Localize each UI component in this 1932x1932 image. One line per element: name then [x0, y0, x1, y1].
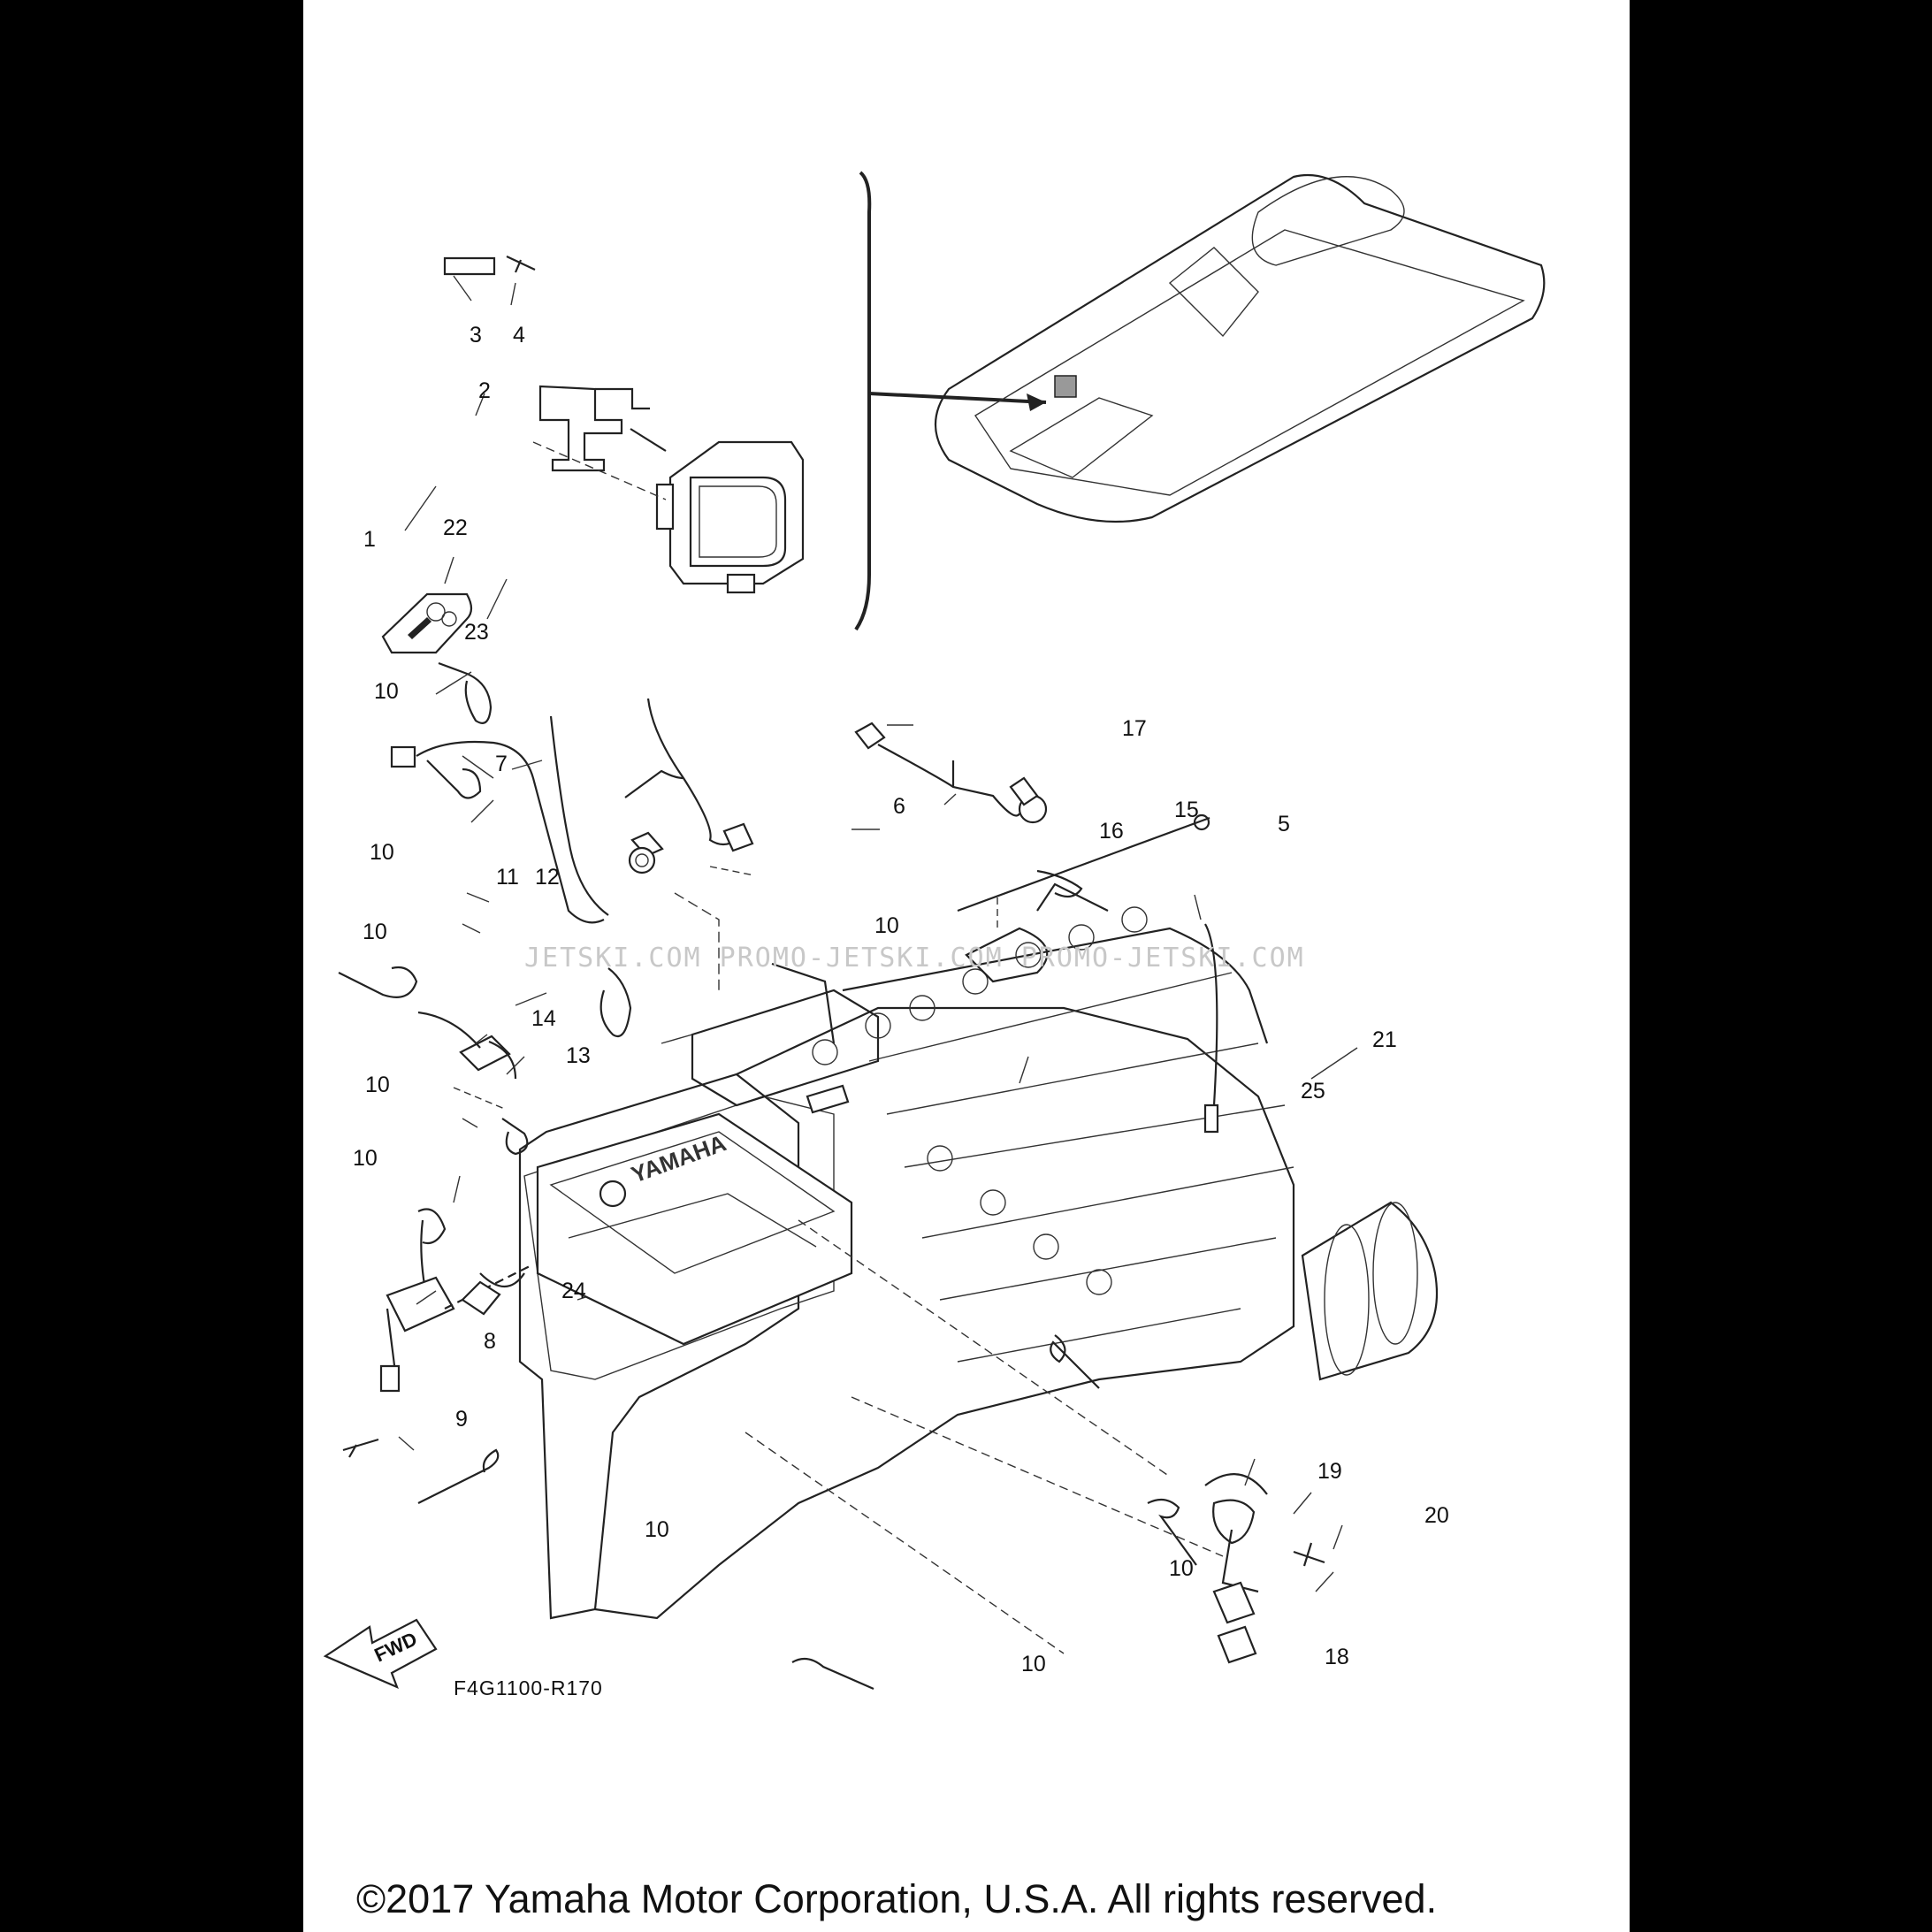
callout-10-a: 10	[374, 679, 399, 704]
callout-2: 2	[478, 378, 491, 403]
callout-10-i: 10	[1021, 1652, 1046, 1676]
callout-15: 15	[1174, 798, 1199, 822]
drawing-code: F4G1100-R170	[454, 1676, 603, 1699]
engine-cover	[536, 1112, 853, 1346]
engine-block	[518, 906, 1439, 1620]
callout-6: 6	[893, 794, 905, 819]
callout-23: 23	[464, 620, 489, 645]
callout-11: 11	[496, 865, 519, 890]
callout-10-e: 10	[365, 1073, 390, 1097]
location-arrow	[868, 392, 1047, 404]
callout-3: 3	[470, 323, 482, 347]
callout-16: 16	[1099, 819, 1124, 844]
callout-20: 20	[1424, 1503, 1449, 1528]
callout-17: 17	[1122, 716, 1147, 741]
section-divider	[854, 171, 872, 631]
callout-10-h: 10	[1169, 1556, 1194, 1581]
callout-12: 12	[535, 865, 560, 890]
callout-7: 7	[495, 752, 508, 776]
callout-13: 13	[566, 1043, 591, 1068]
callout-21: 21	[1372, 1027, 1397, 1052]
cable-ties	[338, 661, 1197, 1691]
callout-8: 8	[484, 1329, 496, 1354]
callout-24: 24	[561, 1279, 586, 1303]
forward-direction-arrow	[323, 1618, 438, 1690]
callout-leaders	[398, 275, 1358, 1592]
location-arrow-head	[1027, 393, 1046, 411]
callout-10-d: 10	[874, 913, 899, 938]
callout-14: 14	[531, 1006, 556, 1031]
copyright-notice: ©2017 Yamaha Motor Corporation, U.S.A. A…	[356, 1876, 1438, 1921]
watermark: JETSKI.COM PROMO-JETSKI.COM PROMO-JETSKI…	[524, 943, 1305, 974]
callout-10-b: 10	[370, 840, 394, 865]
wiring-harness-components	[390, 698, 1219, 1134]
callout-5: 5	[1278, 812, 1290, 836]
callout-10-g: 10	[645, 1517, 669, 1542]
callout-10-c: 10	[363, 920, 387, 944]
watercraft-illustration	[934, 173, 1546, 523]
callout-18: 18	[1325, 1645, 1349, 1669]
callout-10-f: 10	[353, 1146, 378, 1171]
callout-19: 19	[1317, 1459, 1342, 1484]
remote-key-fob	[381, 592, 473, 654]
callout-4: 4	[513, 323, 525, 347]
callout-22: 22	[443, 515, 468, 540]
parts-diagram-sheet: YAMAHA	[303, 0, 1630, 1932]
callout-1: 1	[363, 527, 376, 552]
engine-electrical-parts-drawing: YAMAHA	[323, 171, 1546, 1691]
sensor-components	[342, 1219, 1325, 1664]
callout-9: 9	[455, 1407, 468, 1432]
callout-25: 25	[1301, 1079, 1325, 1103]
ecu-assembly	[443, 256, 805, 594]
